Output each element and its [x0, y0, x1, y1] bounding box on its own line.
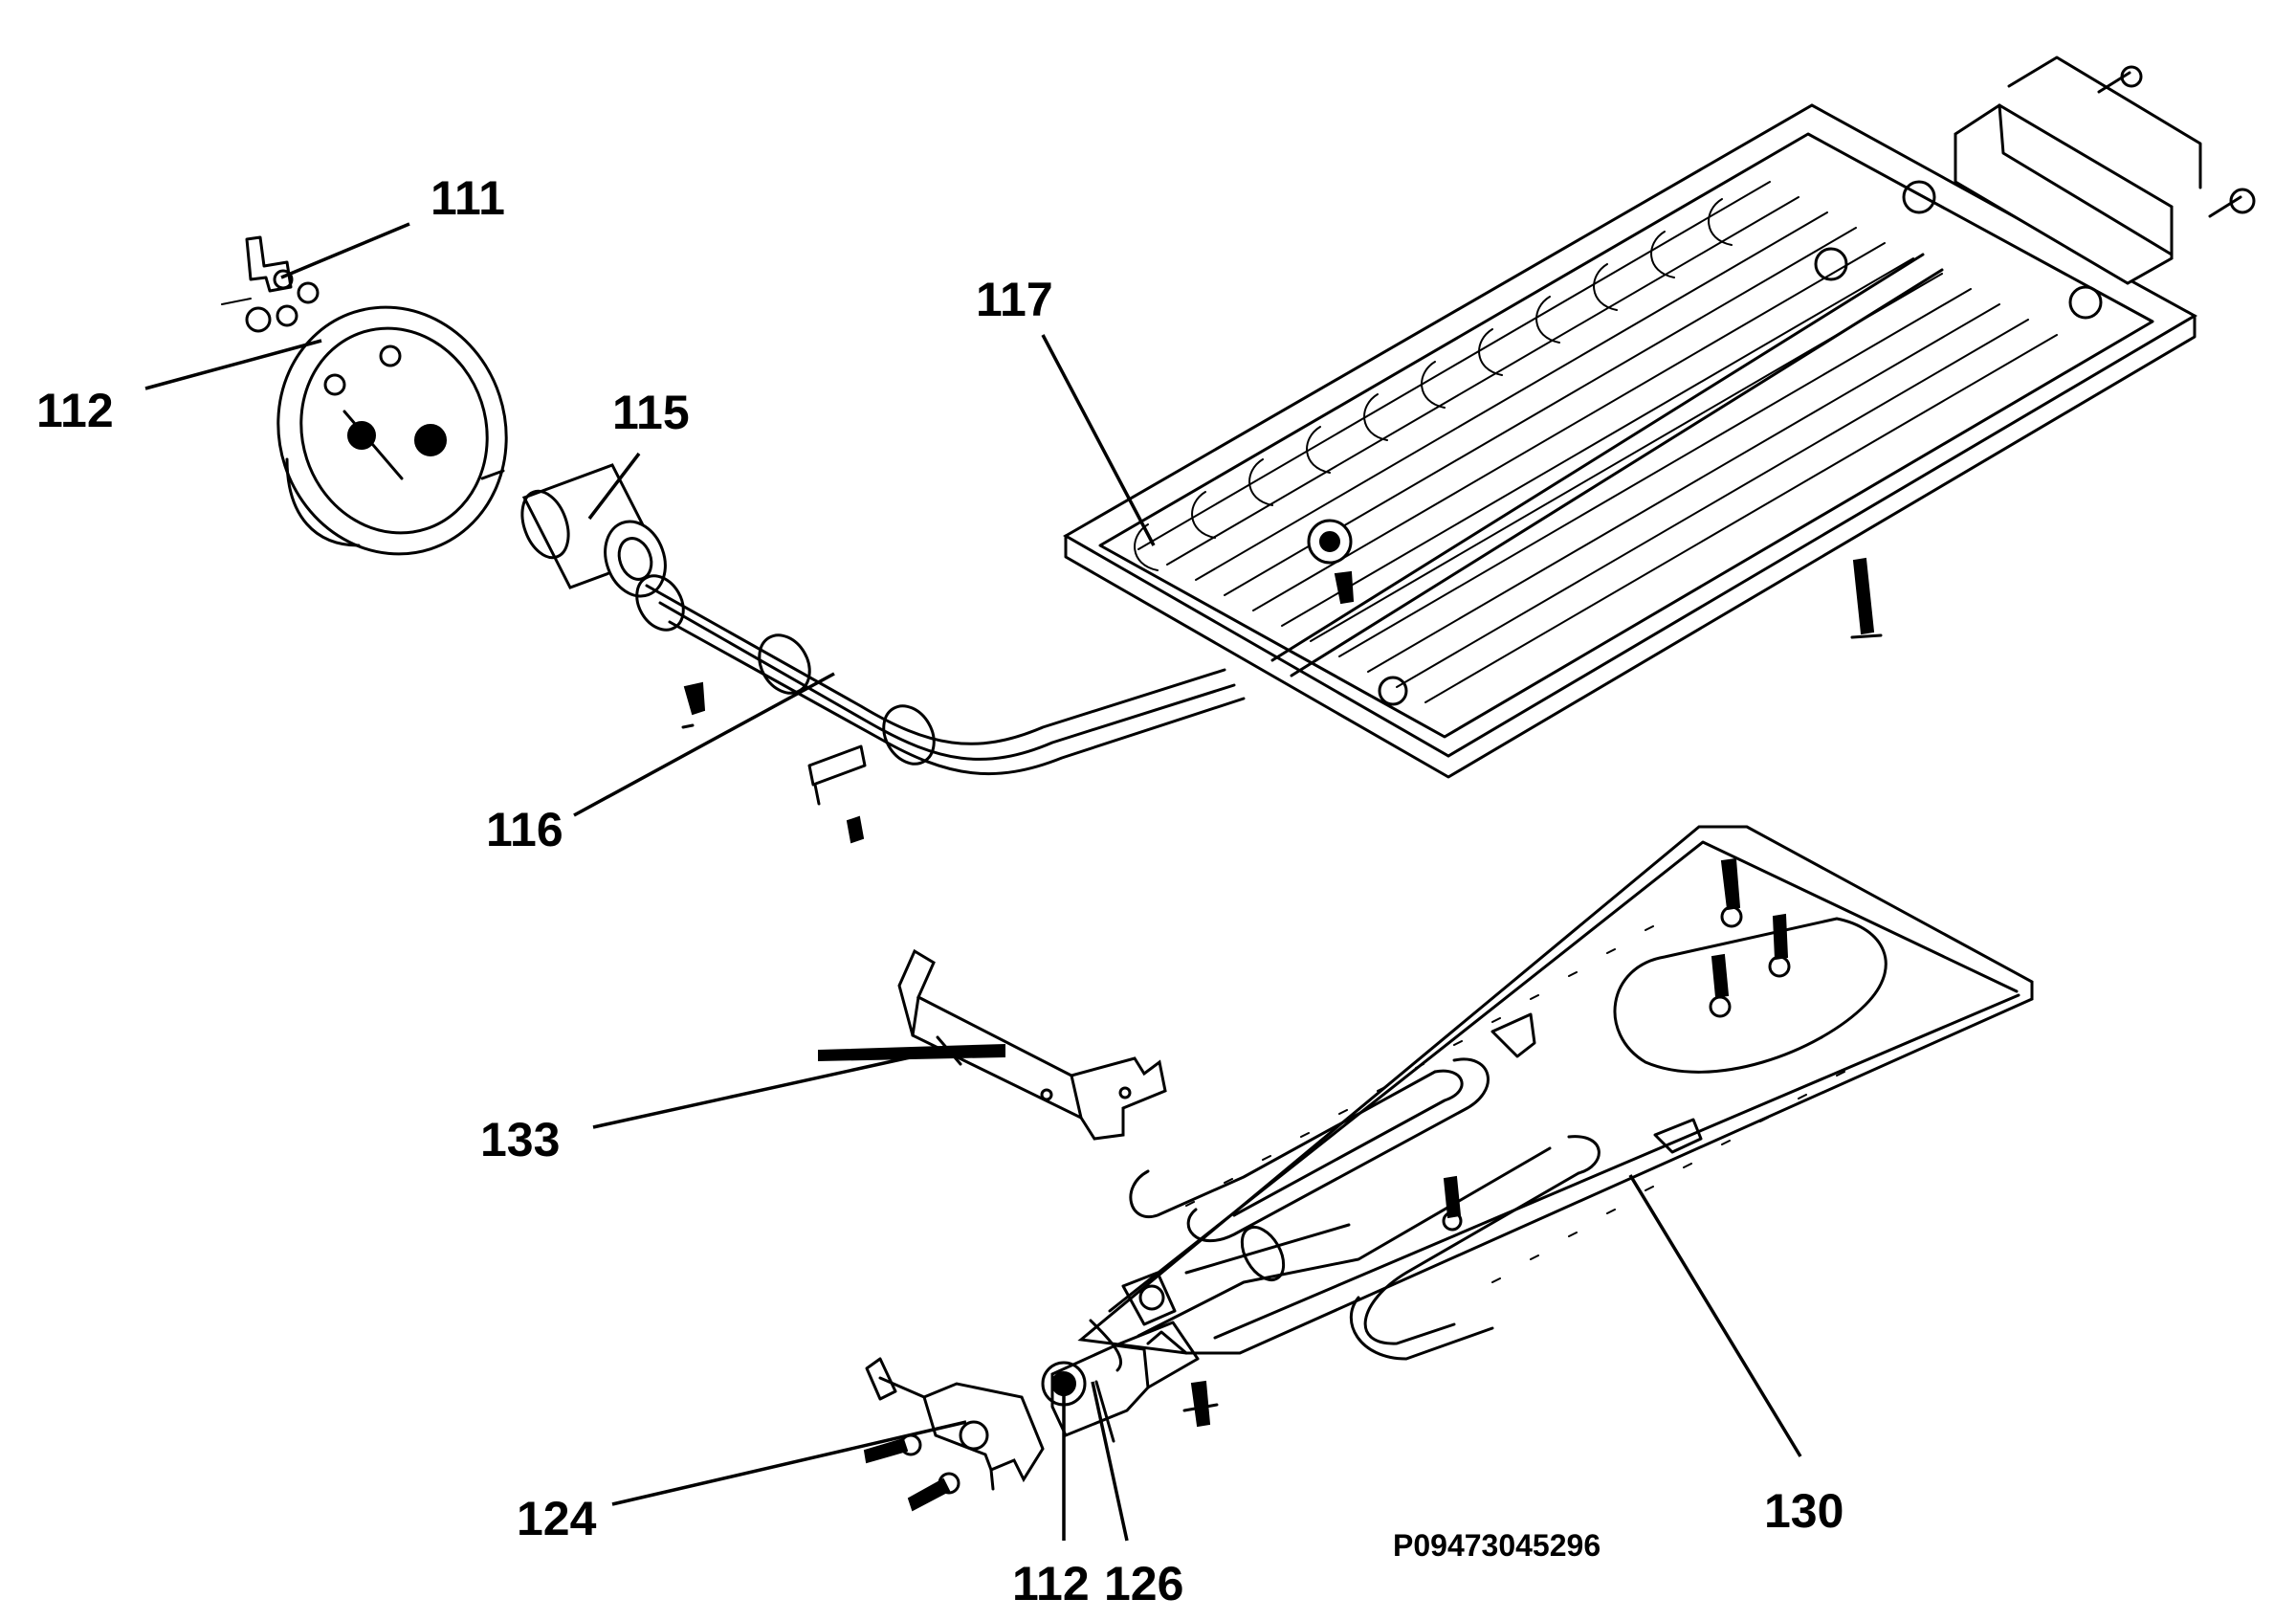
callout-133: 133: [480, 1113, 560, 1166]
callout-126: 126: [1104, 1557, 1183, 1610]
callout-130: 130: [1764, 1484, 1843, 1538]
callout-112: 112: [36, 384, 114, 437]
part-111-bracket: [221, 235, 320, 333]
leader-117: [1041, 334, 1156, 546]
leader-124: [611, 1420, 967, 1506]
part-133-angle-bracket: [818, 948, 1167, 1141]
part-117-burner-plate: [1062, 56, 2256, 779]
leader-130: [1628, 1174, 1802, 1457]
leader-112a: [144, 339, 322, 390]
part-112-valve-disk: [276, 305, 508, 556]
callout-117: 117: [976, 273, 1053, 326]
callout-111: 111: [430, 171, 505, 225]
part-116-gas-tube: [635, 574, 1246, 844]
callout-112-lower: 112: [1012, 1557, 1090, 1610]
leader-lines: [144, 222, 1802, 1542]
callout-115: 115: [612, 386, 690, 439]
leader-133: [592, 1051, 933, 1129]
part-112-126-valve-body: [1041, 1271, 1219, 1443]
callout-124: 124: [517, 1492, 597, 1545]
callout-116: 116: [486, 803, 563, 856]
leader-115: [587, 452, 641, 521]
drawing-code: P09473045296: [1393, 1528, 1601, 1563]
part-115-connector: [520, 463, 667, 598]
part-130-burner-tray: [1077, 825, 2034, 1361]
leader-116: [573, 672, 835, 817]
leader-111: [280, 222, 410, 279]
leader-126: [1091, 1381, 1129, 1542]
part-124-ignitor-bracket: [863, 1357, 1045, 1512]
